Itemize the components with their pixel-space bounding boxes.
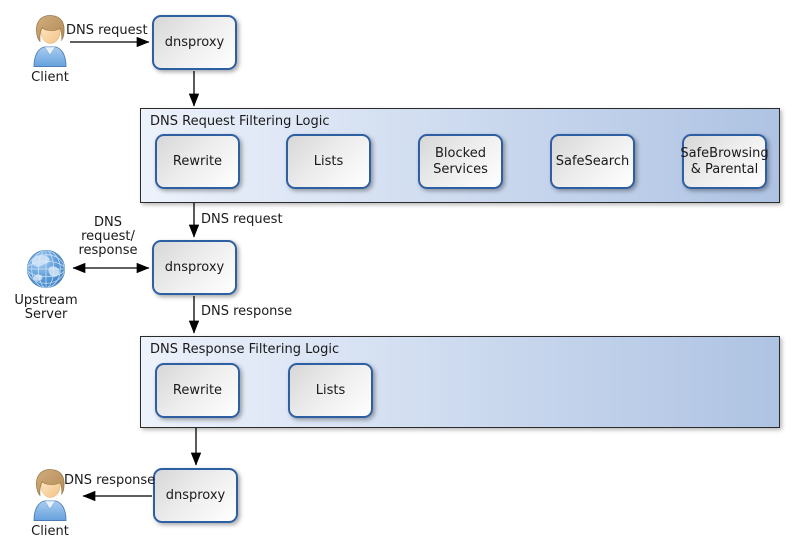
node-safesearch: SafeSearch <box>550 134 635 189</box>
node-rewrite-request: Rewrite <box>155 134 240 189</box>
globe-icon <box>26 249 66 289</box>
node-rewrite-response: Rewrite <box>155 363 240 418</box>
node-lists-response: Lists <box>288 363 373 418</box>
actor-upstream-server: Upstream Server <box>14 248 78 322</box>
upstream-server-label: Upstream Server <box>14 293 78 322</box>
edge-label-dns-response-mid: DNS response <box>201 304 293 319</box>
client-top-label: Client <box>31 70 69 85</box>
edge-label-dns-request-mid: DNS request <box>201 212 283 227</box>
node-dnsproxy-1: dnsproxy <box>152 15 237 70</box>
edge-label-dns-response-bottom: DNS response <box>64 473 156 488</box>
node-lists-request: Lists <box>286 134 371 189</box>
node-label: dnsproxy <box>164 259 225 275</box>
group-title-response: DNS Response Filtering Logic <box>150 342 340 357</box>
node-label: Rewrite <box>172 153 223 169</box>
actor-client-bottom: Client <box>28 467 72 539</box>
person-icon <box>33 469 67 521</box>
node-dnsproxy-2: dnsproxy <box>152 240 237 295</box>
node-label: Blocked Services <box>433 145 488 177</box>
node-label: Lists <box>313 153 344 169</box>
node-blocked-services: Blocked Services <box>418 134 503 189</box>
actor-client-top: Client <box>28 13 72 85</box>
node-dnsproxy-3: dnsproxy <box>153 468 238 523</box>
edge-label-dns-request-top: DNS request <box>66 23 148 38</box>
group-title-request: DNS Request Filtering Logic <box>150 114 330 129</box>
node-label: Lists <box>315 382 346 398</box>
node-label: dnsproxy <box>164 34 225 50</box>
group-dns-request-filtering: DNS Request Filtering Logic Rewrite List… <box>140 108 780 203</box>
edge-label-dns-request-response: DNS request/ response <box>78 215 138 258</box>
person-icon <box>33 15 67 67</box>
group-dns-response-filtering: DNS Response Filtering Logic Rewrite Lis… <box>140 336 780 428</box>
node-label: SafeSearch <box>555 153 630 169</box>
node-label: SafeBrowsing & Parental <box>680 145 769 177</box>
node-label: Rewrite <box>172 382 223 398</box>
node-safebrowsing-parental: SafeBrowsing & Parental <box>680 134 769 189</box>
client-bottom-label: Client <box>31 524 69 539</box>
node-label: dnsproxy <box>165 487 226 503</box>
